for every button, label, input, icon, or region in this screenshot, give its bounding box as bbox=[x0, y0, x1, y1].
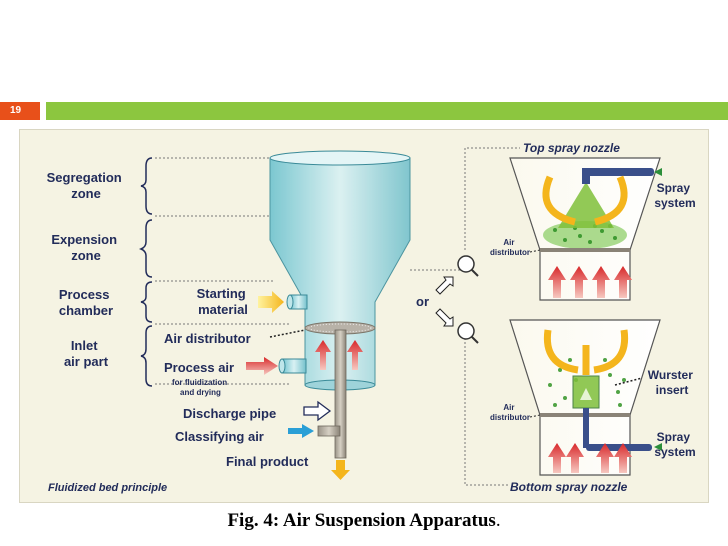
discharge-pipe-label: Discharge pipe bbox=[183, 406, 276, 421]
wurster-insert-label: Wurster insert bbox=[648, 368, 696, 397]
magnifier-icon-bottom bbox=[457, 322, 479, 344]
top-spray-title: Top spray nozzle bbox=[523, 141, 620, 155]
zone-expension-label: Expension zone bbox=[51, 232, 120, 263]
air-distributor-plate bbox=[269, 321, 376, 338]
zone-guide-lines bbox=[155, 157, 290, 385]
classifying-air-label: Classifying air bbox=[175, 429, 264, 444]
top-air-distributor-label: Air distributor bbox=[490, 238, 530, 257]
bottom-spray-system-label: Spray system bbox=[654, 430, 695, 459]
final-product-arrow bbox=[331, 460, 350, 480]
starting-material-inlet bbox=[258, 291, 308, 313]
process-air-label: Process air bbox=[164, 360, 234, 375]
figure-caption: Fig. 4: Air Suspension Apparatus. bbox=[0, 510, 728, 532]
slide-number: 19 bbox=[0, 102, 40, 120]
figure-caption-period: . bbox=[495, 510, 501, 531]
zone-inlet-label: Inlet air part bbox=[64, 338, 109, 369]
zone-process-label: Process chamber bbox=[59, 287, 113, 318]
top-air-distributor-leader bbox=[529, 249, 541, 253]
bottom-spray-title: Bottom spray nozzle bbox=[510, 480, 628, 494]
process-air-inlet bbox=[246, 357, 307, 375]
discharge-arrow bbox=[303, 400, 332, 422]
apparatus-diagram: Segregation zone Expension zone Process … bbox=[47, 141, 696, 494]
air-suspension-figure: Segregation zone Expension zone Process … bbox=[19, 129, 709, 503]
zone-braces bbox=[138, 157, 153, 387]
zone-segregation-label: Segregation zone bbox=[47, 170, 126, 201]
top-spray-chamber bbox=[509, 157, 670, 301]
bottom-spray-chamber bbox=[509, 319, 670, 476]
figure-caption-text: Fig. 4: Air Suspension Apparatus bbox=[227, 510, 496, 531]
final-product-label: Final product bbox=[226, 454, 309, 469]
panel-connector-lines bbox=[410, 147, 520, 486]
or-arrow-down bbox=[435, 308, 454, 327]
process-air-flow-arrows bbox=[315, 340, 363, 370]
or-label: or bbox=[416, 294, 429, 309]
process-air-sublabel: for fluidization and drying bbox=[172, 378, 229, 397]
or-arrow-up bbox=[435, 276, 454, 295]
bottom-air-distributor-leader bbox=[529, 414, 541, 418]
air-distributor-label: Air distributor bbox=[164, 331, 251, 346]
top-spray-system-label: Spray system bbox=[654, 181, 695, 210]
slide-header-bar: 19 bbox=[0, 102, 728, 120]
classifying-air-arrow bbox=[288, 424, 314, 438]
magnifier-icon-top bbox=[457, 255, 479, 277]
wurster-leader bbox=[614, 377, 643, 386]
discharge-pipe bbox=[317, 329, 347, 459]
starting-material-label: Starting material bbox=[197, 286, 250, 317]
bottom-air-distributor-label: Air distributor bbox=[490, 403, 530, 422]
fluidized-bed-principle-label: Fluidized bed principle bbox=[48, 482, 167, 494]
header-stripe bbox=[46, 102, 728, 120]
